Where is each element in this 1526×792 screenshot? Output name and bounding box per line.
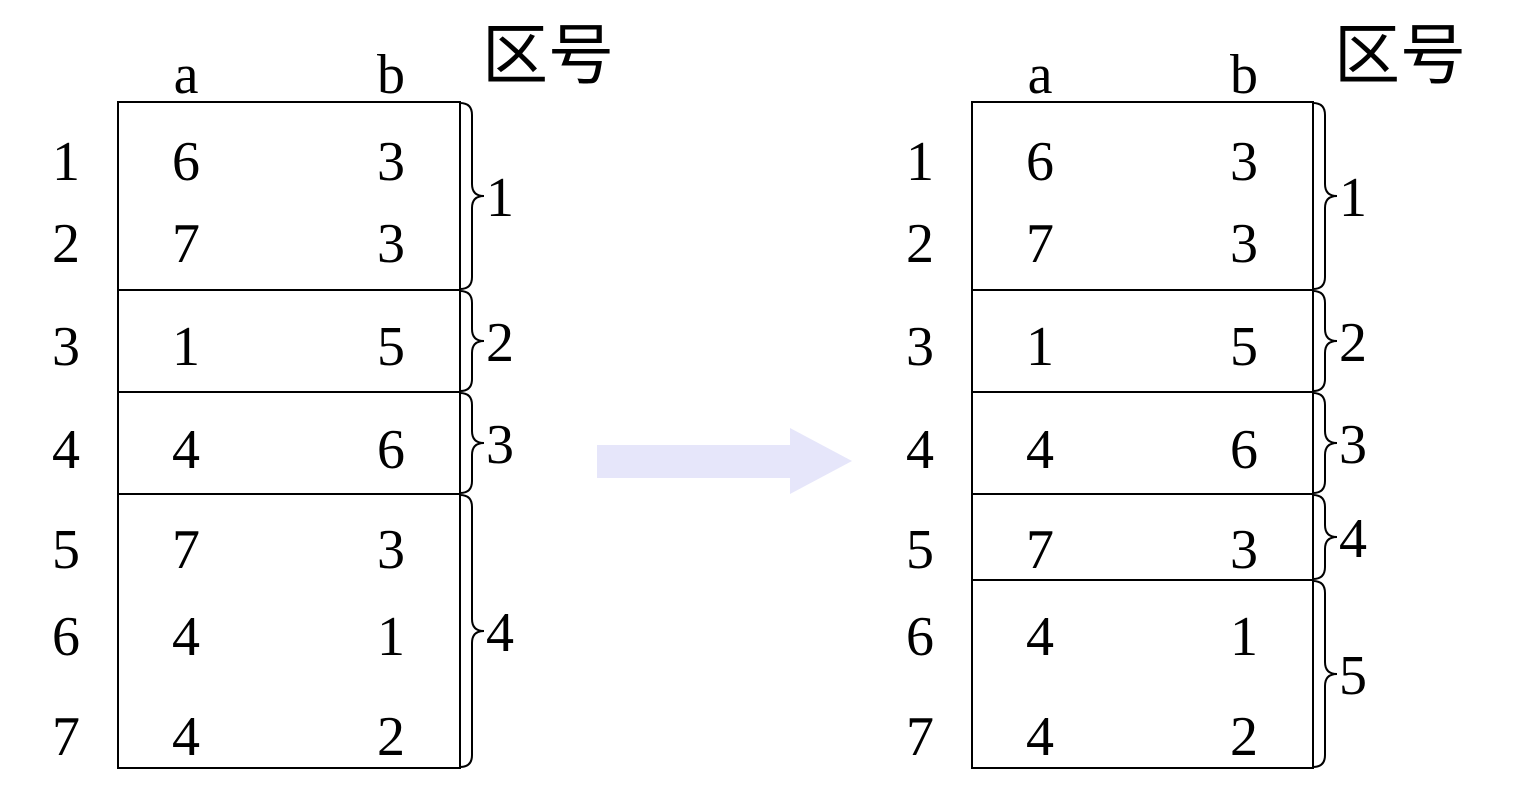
zone-label: 1 (1339, 167, 1367, 229)
row-index: 7 (52, 706, 80, 768)
zone-label: 3 (1339, 414, 1367, 476)
row-index: 6 (52, 606, 80, 668)
column-header-b: b (377, 44, 405, 106)
cell-a: 4 (172, 419, 200, 481)
cell-b: 6 (1230, 419, 1258, 481)
zone-brace (1312, 392, 1338, 494)
cell-a: 6 (172, 131, 200, 193)
cell-a: 7 (172, 213, 200, 275)
row-index: 3 (906, 316, 934, 378)
zone-header: 区号 (482, 17, 614, 94)
cell-a: 1 (1026, 316, 1054, 378)
row-index: 5 (906, 519, 934, 581)
cell-b: 2 (377, 706, 405, 768)
cell-a: 7 (172, 519, 200, 581)
cell-a: 4 (172, 606, 200, 668)
cell-a: 7 (1026, 213, 1054, 275)
cell-a: 1 (172, 316, 200, 378)
table-2: 区号 a b 1 6 3 2 7 3 3 1 5 4 4 6 5 7 3 6 4 1 7 4 2 1 2 3 4 5 (906, 17, 1466, 769)
row-index: 1 (906, 131, 934, 193)
cell-b: 3 (377, 213, 405, 275)
column-header-a: a (174, 44, 199, 106)
zone-brace (459, 102, 485, 290)
table-border (971, 101, 1314, 769)
zone-brace (1312, 290, 1338, 392)
zone-brace (459, 392, 485, 494)
column-header-a: a (1028, 44, 1053, 106)
row-index: 2 (906, 213, 934, 275)
zone-label: 2 (486, 312, 514, 374)
zone-brace (459, 290, 485, 392)
cell-b: 3 (1230, 131, 1258, 193)
table-border (117, 101, 461, 769)
cell-b: 3 (1230, 519, 1258, 581)
cell-b: 1 (1230, 606, 1258, 668)
row-index: 6 (906, 606, 934, 668)
zone-brace (459, 494, 485, 768)
cell-a: 4 (1026, 606, 1054, 668)
zone-brace (1312, 580, 1338, 768)
row-index: 3 (52, 316, 80, 378)
row-index: 5 (52, 519, 80, 581)
zone-brace (1312, 102, 1338, 290)
column-header-b: b (1230, 44, 1258, 106)
row-index: 4 (906, 419, 934, 481)
zone-header: 区号 (1334, 17, 1466, 94)
cell-a: 4 (1026, 419, 1054, 481)
row-index: 4 (52, 419, 80, 481)
row-index: 2 (52, 213, 80, 275)
cell-b: 2 (1230, 706, 1258, 768)
cell-b: 1 (377, 606, 405, 668)
zone-label: 5 (1339, 645, 1367, 707)
row-index: 1 (52, 131, 80, 193)
cell-b: 3 (377, 519, 405, 581)
zone-label: 4 (1339, 508, 1367, 570)
cell-b: 3 (1230, 213, 1258, 275)
zone-brace (1312, 494, 1338, 580)
cell-a: 4 (172, 706, 200, 768)
cell-a: 4 (1026, 706, 1054, 768)
cell-b: 5 (1230, 316, 1258, 378)
right-arrow-icon (597, 428, 852, 494)
zone-label: 4 (486, 602, 514, 664)
zone-label: 3 (486, 414, 514, 476)
cell-b: 5 (377, 316, 405, 378)
cell-a: 7 (1026, 519, 1054, 581)
row-index: 7 (906, 706, 934, 768)
cell-b: 3 (377, 131, 405, 193)
zone-label: 2 (1339, 312, 1367, 374)
table-1: 区号 a b 1 6 3 2 7 3 3 1 5 4 4 6 5 7 3 6 4 1 7 4 2 1 2 3 4 (52, 17, 614, 769)
zone-label: 1 (486, 167, 514, 229)
cell-b: 6 (377, 419, 405, 481)
cell-a: 6 (1026, 131, 1054, 193)
